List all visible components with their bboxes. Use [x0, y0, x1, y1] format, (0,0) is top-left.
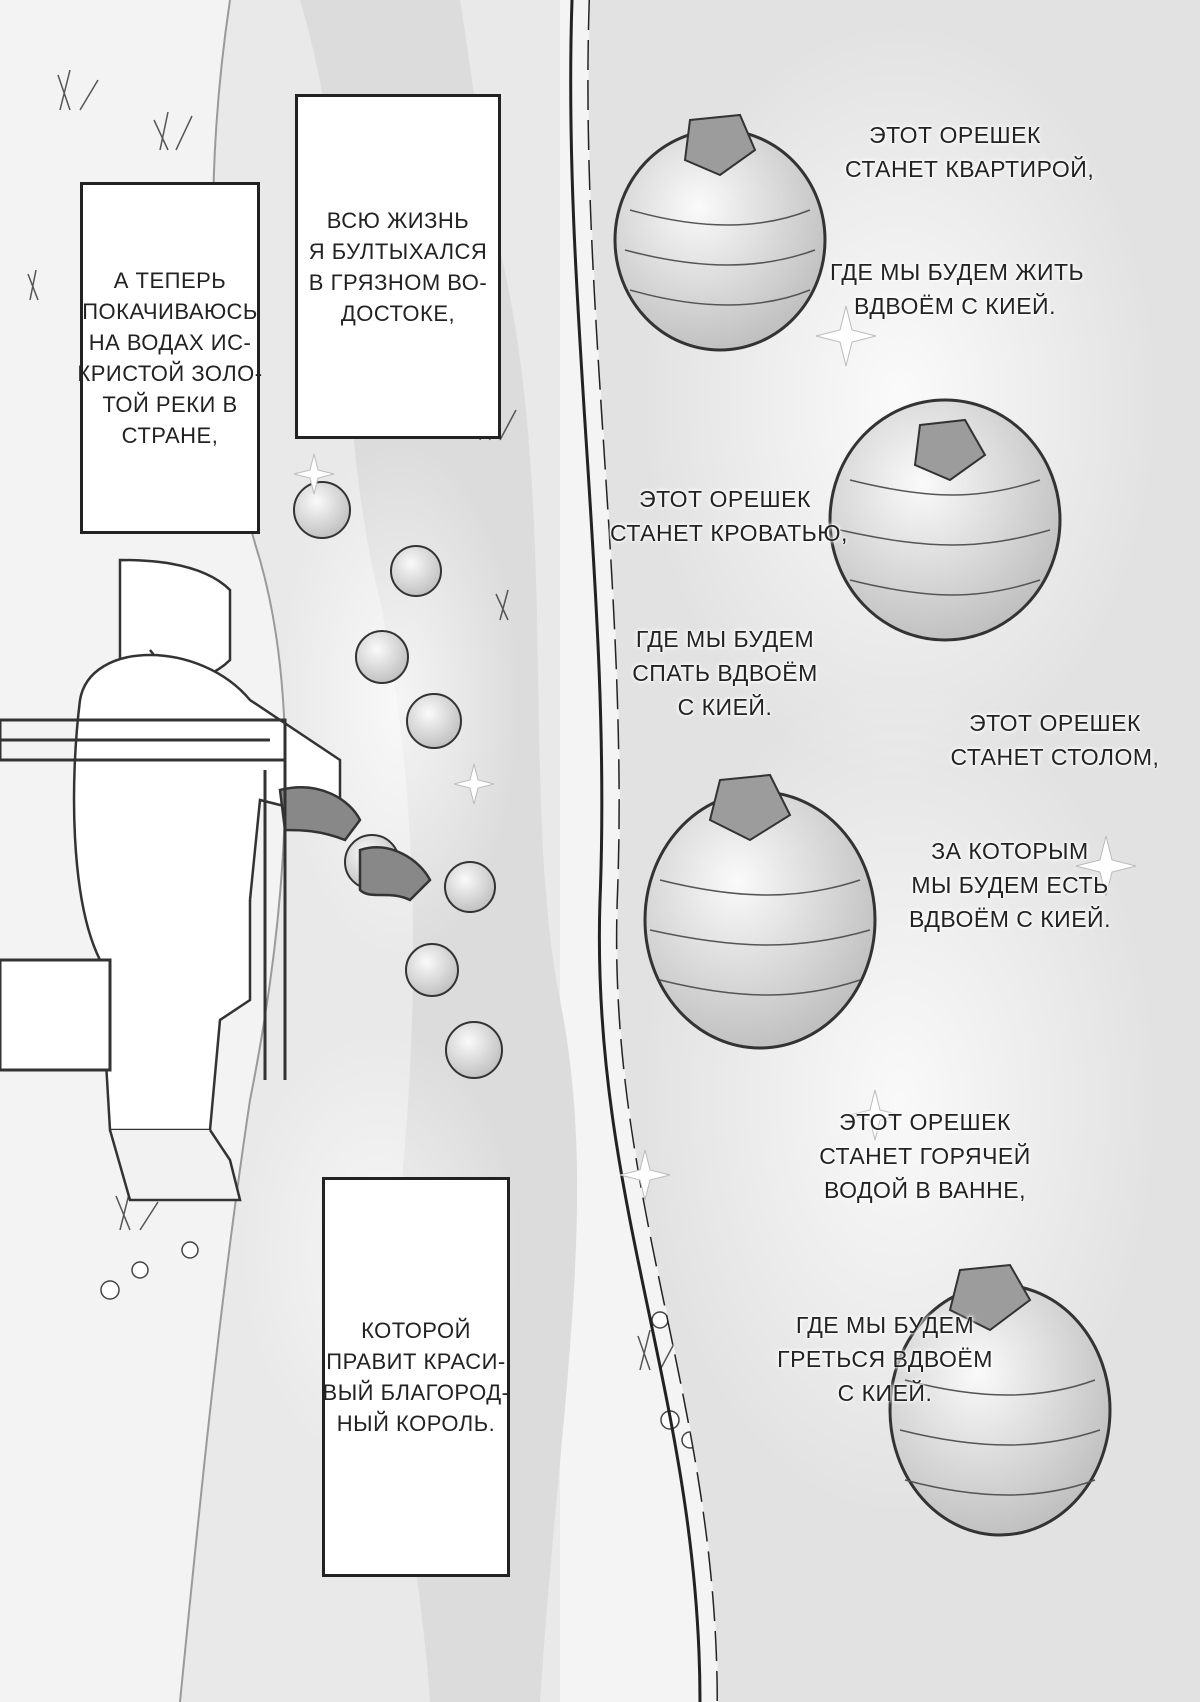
narration-bed: ЭТОТ ОРЕШЕК СТАНЕТ КРОВАТЬЮ,	[610, 482, 848, 550]
narration-line: ГДЕ МЫ БУДЕМ	[635, 626, 815, 652]
caption-line: А ТЕПЕРЬ	[113, 268, 227, 293]
caption-line: ПОКАЧИВАЮСЬ	[82, 299, 258, 324]
caption-line: Я БУЛТЫХАЛСЯ	[308, 238, 488, 264]
narration-line: МЫ БУДЕМ ЕСТЬ	[911, 872, 1109, 898]
narration-line: ЗА КОТОРЫМ	[931, 838, 1089, 864]
cart-icon	[0, 718, 287, 1080]
narration-line: ВДВОЁМ С КИЕЙ.	[909, 906, 1111, 932]
narration-line: ВДВОЁМ С КИЕЙ.	[854, 293, 1056, 319]
caption-line: В ГРЯЗНОМ ВО-	[308, 269, 488, 295]
caption-line: КОТОРОЙ	[361, 1318, 471, 1343]
narration-apartment: ЭТОТ ОРЕШЕК СТАНЕТ КВАРТИРОЙ,	[845, 118, 1095, 186]
narration-line: СПАТЬ ВДВОЁМ	[632, 660, 818, 686]
narration-bath: ЭТОТ ОРЕШЕК СТАНЕТ ГОРЯЧЕЙ ВОДОЙ В ВАННЕ…	[815, 1105, 1035, 1207]
narration-line: СТАНЕТ КРОВАТЬЮ,	[610, 520, 848, 546]
caption-line: КРИСТОЙ ЗОЛО-	[77, 361, 263, 386]
narration-table: ЭТОТ ОРЕШЕК СТАНЕТ СТОЛОМ,	[950, 706, 1160, 774]
caption-line: ТОЙ РЕКИ В	[102, 392, 238, 417]
narration-warm: ГДЕ МЫ БУДЕМ ГРЕТЬСЯ ВДВОЁМ С КИЕЙ.	[775, 1308, 995, 1410]
caption-line: ВСЮ ЖИЗНЬ	[326, 207, 470, 233]
narration-line: СТАНЕТ ГОРЯЧЕЙ	[819, 1143, 1031, 1169]
narration-live: ГДЕ МЫ БУДЕМ ЖИТЬ ВДВОЁМ С КИЕЙ.	[830, 255, 1085, 323]
narration-line: С КИЕЙ.	[677, 694, 773, 720]
narration-sleep: ГДЕ МЫ БУДЕМ СПАТЬ ВДВОЁМ С КИЕЙ.	[620, 622, 830, 724]
caption-text: А ТЕПЕРЬ ПОКАЧИВАЮСЬ НА ВОДАХ ИС- КРИСТО…	[77, 265, 262, 451]
caption-box-ditch: ВСЮ ЖИЗНЬ Я БУЛТЫХАЛСЯ В ГРЯЗНОМ ВО- ДОС…	[295, 94, 501, 439]
big-nut-icons	[613, 128, 1112, 1537]
narration-line: ЭТОТ ОРЕШЕК	[839, 1109, 1011, 1135]
flower-icon	[100, 1241, 699, 1449]
narration-line: ЭТОТ ОРЕШЕК	[869, 122, 1041, 148]
caption-line: ВЫЙ БЛАГОРОД-	[322, 1380, 510, 1405]
narration-line: ЭТОТ ОРЕШЕК	[969, 710, 1141, 736]
nut-ridges	[624, 209, 1101, 1496]
caption-line: ДОСТОКЕ,	[340, 300, 456, 326]
narration-line: С КИЕЙ.	[837, 1380, 933, 1406]
right-panel-art	[293, 0, 1200, 1702]
worker-figure	[72, 558, 432, 1202]
grass-icon	[27, 69, 677, 1371]
caption-text: ВСЮ ЖИЗНЬ Я БУЛТЫХАЛСЯ В ГРЯЗНОМ ВО- ДОС…	[309, 205, 488, 329]
narration-line: ГДЕ МЫ БУДЕМ ЖИТЬ	[830, 259, 1085, 285]
narration-line: ГДЕ МЫ БУДЕМ	[795, 1312, 975, 1338]
caption-line: СТРАНЕ,	[121, 423, 219, 448]
caption-box-king: КОТОРОЙ ПРАВИТ КРАСИ- ВЫЙ БЛАГОРОД- НЫЙ …	[322, 1177, 510, 1577]
caption-text: КОТОРОЙ ПРАВИТ КРАСИ- ВЫЙ БЛАГОРОД- НЫЙ …	[323, 1315, 510, 1439]
nut-tips	[683, 113, 1032, 1332]
narration-line: СТАНЕТ КВАРТИРОЙ,	[845, 156, 1095, 182]
caption-box-river: А ТЕПЕРЬ ПОКАЧИВАЮСЬ НА ВОДАХ ИС- КРИСТО…	[77, 182, 262, 534]
caption-line: ПРАВИТ КРАСИ-	[326, 1349, 506, 1374]
narration-line: СТАНЕТ СТОЛОМ,	[950, 744, 1160, 770]
narration-eat: ЗА КОТОРЫМ МЫ БУДЕМ ЕСТЬ ВДВОЁМ С КИЕЙ.	[900, 834, 1120, 936]
narration-line: ВОДОЙ В ВАННЕ,	[824, 1177, 1026, 1203]
caption-line: НА ВОДАХ ИС-	[88, 330, 252, 355]
caption-line: НЫЙ КОРОЛЬ.	[336, 1411, 496, 1436]
narration-line: ЭТОТ ОРЕШЕК	[639, 486, 811, 512]
narration-line: ГРЕТЬСЯ ВДВОЁМ	[777, 1346, 993, 1372]
sparkle-icons	[293, 305, 1137, 1201]
